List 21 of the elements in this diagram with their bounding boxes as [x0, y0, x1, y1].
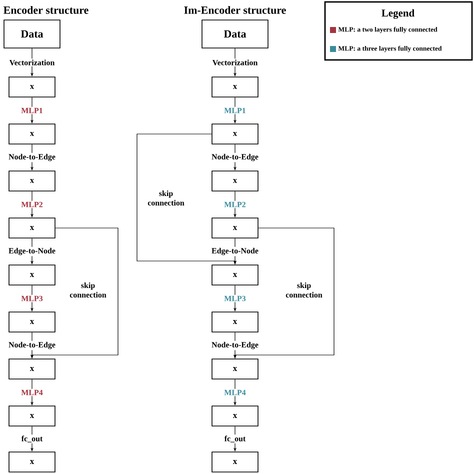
vector-box: x: [212, 452, 258, 472]
vector-box: x: [212, 406, 258, 426]
data-box: Data: [4, 20, 60, 48]
vector-box: x: [8, 264, 56, 286]
vector-box: x: [212, 170, 258, 192]
vector-box: x: [8, 124, 56, 144]
vector-box: x: [8, 312, 56, 332]
vector-box: x: [8, 170, 56, 192]
vector-box: x: [8, 218, 56, 238]
vector-box: x: [8, 452, 56, 472]
vector-box: x: [8, 76, 56, 98]
legend-title: Legend: [382, 9, 414, 19]
vector-box: x: [212, 76, 258, 98]
vector-box: x: [212, 312, 258, 332]
vector-box: x: [212, 218, 258, 238]
vector-box: x: [212, 124, 258, 144]
vector-box: x: [8, 358, 56, 380]
vector-box: x: [212, 358, 258, 380]
data-box: Data: [202, 20, 268, 48]
vector-box: x: [8, 406, 56, 426]
vector-box: x: [212, 264, 258, 286]
